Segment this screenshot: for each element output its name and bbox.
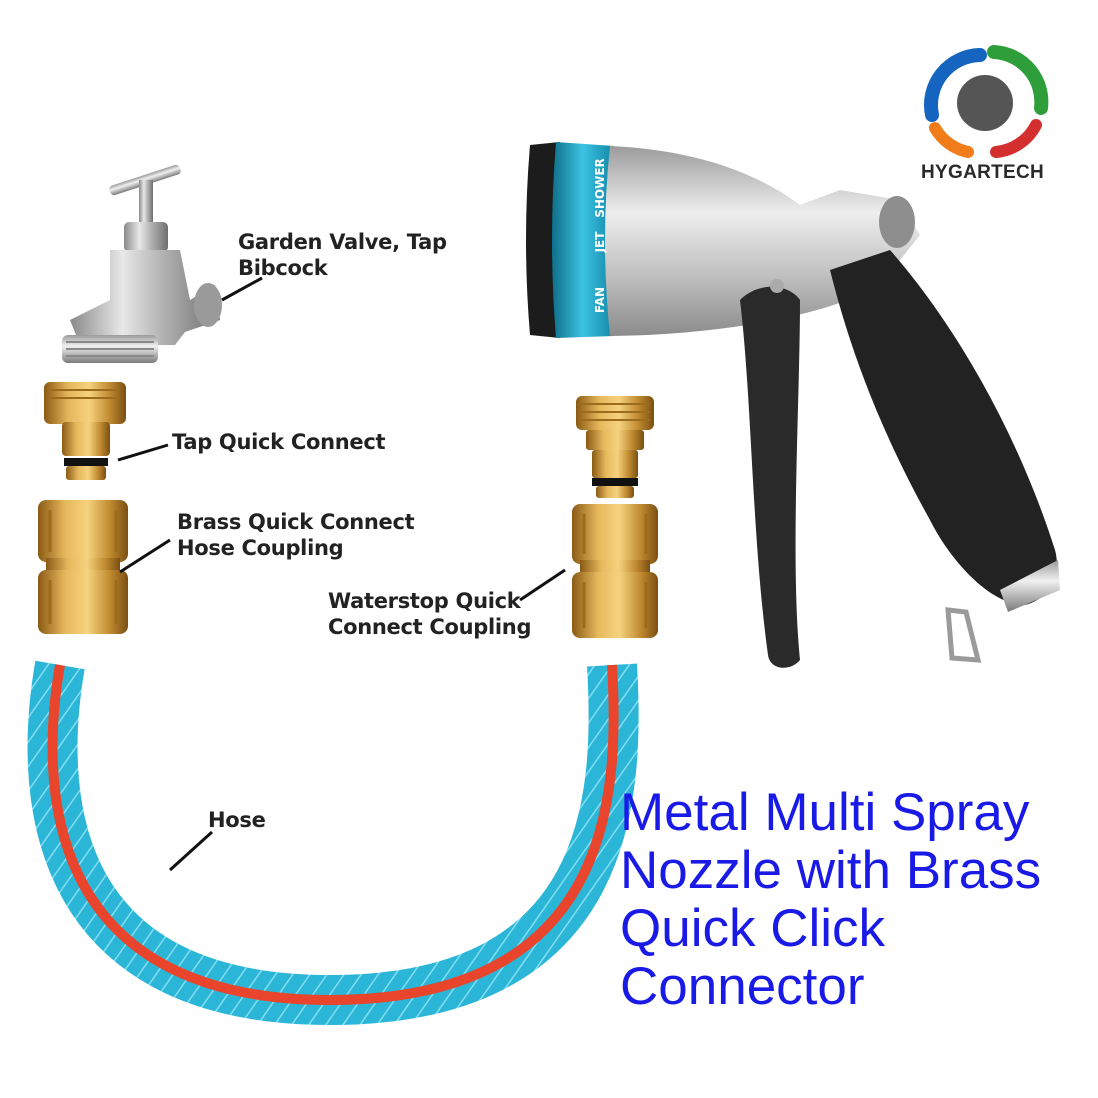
leader-hose: [168, 830, 214, 872]
leader-garden-valve: [221, 276, 263, 302]
callout-lines: [117, 276, 566, 872]
waterstop-coupling-image: [572, 504, 658, 638]
hose-image: [27, 660, 639, 1026]
dial-setting-shower: SHOWER: [593, 158, 607, 218]
label-waterstop-line1: Waterstop Quick: [328, 589, 521, 613]
label-waterstop-line2: Connect Coupling: [328, 615, 532, 639]
headline-line1: Metal Multi Spray: [620, 783, 1030, 842]
dial-setting-jet: JET: [593, 231, 607, 254]
logo-center-dot: [957, 75, 1013, 131]
headline-line3: Quick Click: [620, 899, 886, 958]
leader-tap-quick-connect: [117, 443, 169, 462]
product-headline: Metal Multi Spray Nozzle with Brass Quic…: [620, 784, 1090, 1016]
hygartech-logo: [924, 45, 1049, 158]
logo-green-arc: [987, 45, 1049, 115]
headline-line2: Nozzle with Brass: [620, 841, 1042, 900]
label-hose: Hose: [208, 808, 266, 832]
leader-waterstop: [519, 568, 566, 602]
logo-blue-arc: [924, 48, 987, 122]
logo-red-arc: [990, 119, 1042, 158]
label-garden-valve-line2: Bibcock: [238, 256, 328, 280]
leader-brass-coupling: [119, 538, 171, 574]
garden-valve-image: [62, 164, 222, 363]
brass-hose-coupling-image: [38, 500, 128, 634]
label-brass-coupling-line2: Hose Coupling: [177, 536, 344, 560]
brand-name: HYGARTECH: [921, 162, 1045, 183]
logo-orange-arc: [929, 122, 974, 158]
headline-line4: Connector: [620, 957, 865, 1016]
label-tap-quick-connect: Tap Quick Connect: [172, 430, 386, 454]
tap-quick-connect-image: [44, 382, 126, 480]
label-garden-valve-line1: Garden Valve, Tap: [238, 230, 447, 254]
label-brass-coupling-line1: Brass Quick Connect: [177, 510, 415, 534]
threaded-adapter-image: [576, 396, 654, 498]
dial-setting-fan: FAN: [593, 287, 607, 313]
spray-nozzle-image: SHOWER JET FAN: [526, 142, 1060, 668]
